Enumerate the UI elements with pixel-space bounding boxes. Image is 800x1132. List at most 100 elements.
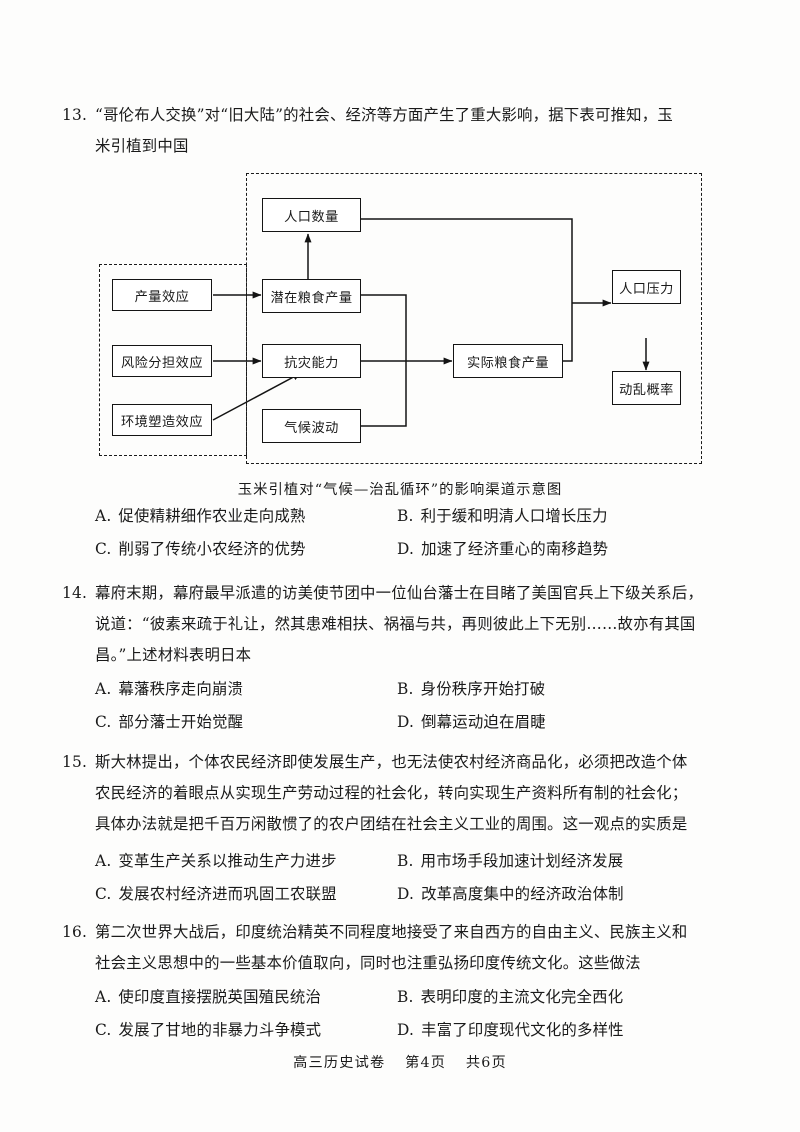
question-15-option-d[interactable]: D. 改革高度集中的经济政治体制 bbox=[397, 878, 740, 911]
question-15-option-a[interactable]: A. 变革生产关系以推动生产力进步 bbox=[95, 845, 397, 878]
option-text: 部分藩士开始觉醒 bbox=[118, 713, 244, 731]
option-key: B. bbox=[397, 988, 414, 1006]
option-text: 改革高度集中的经济政治体制 bbox=[421, 885, 624, 903]
option-text: 促使精耕细作农业走向成熟 bbox=[118, 507, 306, 525]
node-actual-grain-output: 实际粮食产量 bbox=[453, 344, 563, 378]
option-text: 利于缓和明清人口增长压力 bbox=[420, 507, 608, 525]
node-population-pressure-label: 人口压力 bbox=[619, 281, 674, 297]
option-key: A. bbox=[95, 988, 112, 1006]
question-15: 15. 斯大林提出，个体农民经济即使发展生产，也无法使农村经济商品化，必须把改造… bbox=[62, 747, 738, 840]
diagram-connectors bbox=[212, 218, 650, 427]
option-text: 幕藩秩序走向崩溃 bbox=[118, 680, 244, 698]
option-key: C. bbox=[95, 1021, 112, 1039]
question-14-option-c[interactable]: C. 部分藩士开始觉醒 bbox=[95, 706, 397, 739]
node-risk-sharing-effect: 风险分担效应 bbox=[112, 345, 212, 377]
question-13-option-row-2: C. 削弱了传统小农经济的优势 D. 加速了经济重心的南移趋势 bbox=[95, 533, 740, 566]
question-14-stem-text: 幕府末期，幕府最早派遣的访美使节团中一位仙台藩士在目睹了美国官兵上下级关系后， bbox=[95, 584, 704, 602]
question-13-stem-line-1: 13. “哥伦布人交换”对“旧大陆”的社会、经济等方面产生了重大影响，据下表可推… bbox=[62, 100, 738, 131]
option-text: 用市场手段加速计划经济发展 bbox=[420, 852, 624, 870]
footer-exam-title: 高三历史试卷 bbox=[293, 1055, 386, 1071]
node-population-pressure: 人口压力 bbox=[612, 270, 681, 304]
question-13: 13. “哥伦布人交换”对“旧大陆”的社会、经济等方面产生了重大影响，据下表可推… bbox=[62, 100, 738, 162]
node-climate-fluctuation: 气候波动 bbox=[262, 409, 361, 443]
figure-caption: 玉米引植对“气候—治乱循环”的影响渠道示意图 bbox=[237, 482, 563, 498]
option-key: D. bbox=[397, 540, 415, 558]
question-14-option-a[interactable]: A. 幕藩秩序走向崩溃 bbox=[95, 673, 397, 706]
option-key: B. bbox=[397, 507, 414, 525]
question-14-number: 14. bbox=[62, 584, 88, 602]
option-key: C. bbox=[95, 885, 112, 903]
option-text: 倒幕运动迫在眉睫 bbox=[421, 713, 546, 731]
option-key: C. bbox=[95, 713, 112, 731]
node-risk-sharing-effect-label: 风险分担效应 bbox=[120, 355, 204, 371]
question-13-option-d[interactable]: D. 加速了经济重心的南移趋势 bbox=[397, 533, 740, 566]
question-15-stem-line-1: 15. 斯大林提出，个体农民经济即使发展生产，也无法使农村经济商品化，必须把改造… bbox=[62, 747, 738, 778]
option-key: A. bbox=[95, 507, 112, 525]
question-15-options: A. 变革生产关系以推动生产力进步 B. 用市场手段加速计划经济发展 C. 发展… bbox=[95, 845, 740, 911]
question-15-stem-line-3: 具体办法就是把千百万闲散惯了的农户团结在社会主义工业的周围。这一观点的实质是 bbox=[95, 815, 688, 833]
question-13-stem-text: “哥伦布人交换”对“旧大陆”的社会、经济等方面产生了重大影响，据下表可推知，玉 bbox=[95, 106, 673, 124]
node-population-size-label: 人口数量 bbox=[284, 209, 339, 225]
influence-channel-diagram: 产量效应 风险分担效应 环境塑造效应 人口数量 潜在粮食产量 抗灾能力 气候波动… bbox=[95, 168, 707, 470]
question-15-option-row-1: A. 变革生产关系以推动生产力进步 B. 用市场手段加速计划经济发展 bbox=[95, 845, 740, 878]
option-key: D. bbox=[397, 1021, 415, 1039]
node-yield-effect: 产量效应 bbox=[112, 279, 212, 311]
node-yield-effect-label: 产量效应 bbox=[134, 289, 190, 305]
node-population-size: 人口数量 bbox=[262, 198, 361, 232]
question-14-stem-line-3: 昌。”上述材料表明日本 bbox=[95, 646, 252, 664]
option-text: 变革生产关系以推动生产力进步 bbox=[118, 852, 337, 870]
question-16-option-row-2: C. 发展了甘地的非暴力斗争模式 D. 丰富了印度现代文化的多样性 bbox=[95, 1014, 740, 1047]
node-potential-grain-output-label: 潜在粮食产量 bbox=[270, 290, 353, 306]
question-14-options: A. 幕藩秩序走向崩溃 B. 身份秩序开始打破 C. 部分藩士开始觉醒 D. 倒… bbox=[95, 673, 740, 739]
option-key: D. bbox=[397, 885, 415, 903]
question-13-option-a[interactable]: A. 促使精耕细作农业走向成熟 bbox=[95, 500, 397, 533]
question-16-number: 16. bbox=[62, 923, 88, 941]
question-15-option-b[interactable]: B. 用市场手段加速计划经济发展 bbox=[397, 845, 740, 878]
question-14-option-row-2: C. 部分藩士开始觉醒 D. 倒幕运动迫在眉睫 bbox=[95, 706, 740, 739]
option-key: B. bbox=[397, 680, 414, 698]
node-environment-shaping-effect-label: 环境塑造效应 bbox=[120, 414, 204, 430]
question-16-option-b[interactable]: B. 表明印度的主流文化完全西化 bbox=[397, 981, 740, 1014]
question-15-stem-line-2: 农民经济的着眼点从实现生产劳动过程的社会化，转向实现生产资料所有制的社会化； bbox=[95, 784, 688, 802]
question-16-option-c[interactable]: C. 发展了甘地的非暴力斗争模式 bbox=[95, 1014, 397, 1047]
node-potential-grain-output: 潜在粮食产量 bbox=[262, 279, 361, 313]
question-15-stem-text: 斯大林提出，个体农民经济即使发展生产，也无法使农村经济商品化，必须把改造个体 bbox=[95, 753, 688, 771]
question-14-option-row-1: A. 幕藩秩序走向崩溃 B. 身份秩序开始打破 bbox=[95, 673, 740, 706]
question-16-stem-line-2: 社会主义思想中的一些基本价值取向，同时也注重弘扬印度传统文化。这些做法 bbox=[95, 954, 641, 972]
question-14-stem-line-2: 说道：“彼素来疏于礼让，然其患难相扶、祸福与共，再则彼此上下无别……故亦有其国 bbox=[95, 615, 696, 633]
option-key: D. bbox=[397, 713, 415, 731]
option-text: 使印度直接摆脱英国殖民统治 bbox=[118, 988, 322, 1006]
option-text: 加速了经济重心的南移趋势 bbox=[421, 540, 609, 558]
node-actual-grain-output-label: 实际粮食产量 bbox=[466, 355, 550, 371]
question-13-number: 13. bbox=[62, 106, 88, 124]
question-13-option-b[interactable]: B. 利于缓和明清人口增长压力 bbox=[397, 500, 740, 533]
question-13-option-row-1: A. 促使精耕细作农业走向成熟 B. 利于缓和明清人口增长压力 bbox=[95, 500, 740, 533]
question-15-option-c[interactable]: C. 发展农村经济进而巩固工农联盟 bbox=[95, 878, 397, 911]
question-16-option-row-1: A. 使印度直接摆脱英国殖民统治 B. 表明印度的主流文化完全西化 bbox=[95, 981, 740, 1014]
question-14-option-d[interactable]: D. 倒幕运动迫在眉睫 bbox=[397, 706, 740, 739]
question-14-option-b[interactable]: B. 身份秩序开始打破 bbox=[397, 673, 740, 706]
question-16-options: A. 使印度直接摆脱英国殖民统治 B. 表明印度的主流文化完全西化 C. 发展了… bbox=[95, 981, 740, 1047]
option-key: A. bbox=[95, 852, 112, 870]
option-text: 发展了甘地的非暴力斗争模式 bbox=[118, 1021, 322, 1039]
question-16-stem-text: 第二次世界大战后，印度统治精英不同程度地接受了来自西方的自由主义、民族主义和 bbox=[95, 923, 688, 941]
question-16-option-a[interactable]: A. 使印度直接摆脱英国殖民统治 bbox=[95, 981, 397, 1014]
dashed-group-right bbox=[246, 173, 702, 464]
option-key: A. bbox=[95, 680, 112, 698]
question-13-options: A. 促使精耕细作农业走向成熟 B. 利于缓和明清人口增长压力 C. 削弱了传统… bbox=[95, 500, 740, 566]
question-13-stem-line-2: 米引植到中国 bbox=[95, 137, 189, 155]
question-16-stem-line-1: 16. 第二次世界大战后，印度统治精英不同程度地接受了来自西方的自由主义、民族主… bbox=[62, 917, 738, 948]
footer-total-pages: 共6页 bbox=[465, 1055, 507, 1071]
option-text: 发展农村经济进而巩固工农联盟 bbox=[118, 885, 337, 903]
node-disaster-resistance-label: 抗灾能力 bbox=[284, 355, 339, 371]
node-environment-shaping-effect: 环境塑造效应 bbox=[112, 404, 212, 436]
question-13-option-c[interactable]: C. 削弱了传统小农经济的优势 bbox=[95, 533, 397, 566]
option-key: B. bbox=[397, 852, 414, 870]
question-16-option-d[interactable]: D. 丰富了印度现代文化的多样性 bbox=[397, 1014, 740, 1047]
option-text: 削弱了传统小农经济的优势 bbox=[118, 540, 306, 558]
node-disaster-resistance: 抗灾能力 bbox=[262, 344, 361, 378]
node-unrest-probability-label: 动乱概率 bbox=[619, 382, 674, 398]
question-16: 16. 第二次世界大战后，印度统治精英不同程度地接受了来自西方的自由主义、民族主… bbox=[62, 917, 738, 979]
question-15-option-row-2: C. 发展农村经济进而巩固工农联盟 D. 改革高度集中的经济政治体制 bbox=[95, 878, 740, 911]
